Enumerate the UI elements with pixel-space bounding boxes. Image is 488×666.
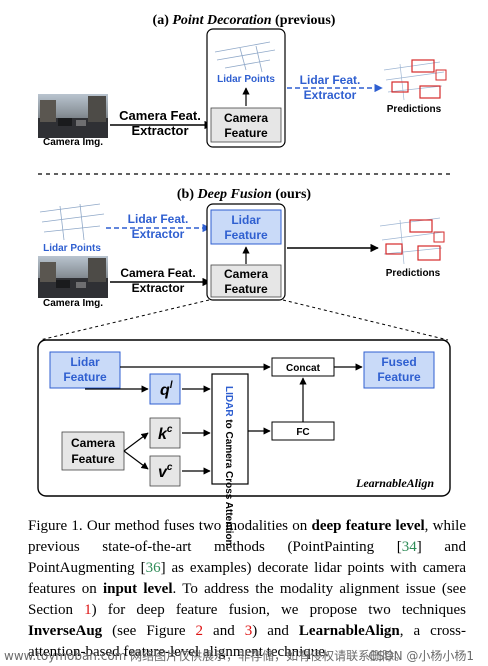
- lidar-points-label-b: Lidar Points: [43, 243, 101, 254]
- query-box: [149, 373, 181, 405]
- key-box: [149, 417, 181, 449]
- title-a: (a) Point Decoration (previous): [153, 13, 336, 28]
- lidar-extractor-label-b-2: Extractor: [132, 227, 185, 241]
- arrow-camera-to-k: [123, 432, 149, 452]
- predictions-label-a: Predictions: [387, 104, 442, 115]
- key-label: kc: [158, 424, 173, 443]
- camera-img-label-a: Camera Img.: [43, 137, 103, 148]
- lidar-feature-label-b-2: Feature: [224, 228, 268, 242]
- value-label: vc: [158, 462, 173, 481]
- lidar-extractor-label-b-1: Lidar Feat.: [128, 212, 189, 226]
- predictions-label-b: Predictions: [386, 268, 441, 279]
- predictions-image-b: [379, 217, 445, 265]
- camera-extractor-label-b-2: Extractor: [132, 281, 185, 295]
- fused-feature-label-2: Feature: [377, 370, 421, 384]
- watermark: www.toymoban.com 网络图片仅供展示，非存储，如有侵权请联系删除。…: [0, 641, 488, 666]
- cross-attention-label-1: LIDAR to Camera Cross Attention: [223, 386, 234, 546]
- watermark-right: CSDN @小杨小杨1: [368, 649, 474, 663]
- align-camera-feature-label-1: Camera: [71, 436, 115, 450]
- align-camera-feature-label-2: Feature: [71, 452, 115, 466]
- learnable-align-title: LearnableAlign: [355, 476, 434, 490]
- citation-34[interactable]: 34: [401, 539, 417, 555]
- camera-feature-label-a-2: Feature: [224, 126, 268, 140]
- align-lidar-feature-box: [49, 351, 121, 389]
- cross-attention-box: [211, 373, 249, 485]
- value-box: [149, 455, 181, 487]
- camera-extractor-label-b-1: Camera Feat.: [120, 266, 195, 280]
- align-camera-feature-box: [61, 431, 125, 471]
- zoom-line-right: [282, 299, 449, 341]
- align-lidar-feature-label-1: Lidar: [70, 355, 100, 369]
- figure-caption: Figure 1. Our method fuses two modalitie…: [28, 518, 467, 660]
- lidar-scan-b: [39, 203, 105, 241]
- figure-link-2[interactable]: 2: [195, 623, 204, 639]
- lidar-extractor-label-a-1: Lidar Feat.: [300, 73, 361, 87]
- lidar-points-label-a: Lidar Points: [217, 74, 275, 85]
- lidar-scan-a: [214, 41, 276, 73]
- align-lidar-feature-label-2: Feature: [63, 370, 107, 384]
- camera-extractor-label-a-2: Extractor: [131, 123, 188, 138]
- lidar-extractor-label-a-2: Extractor: [304, 88, 357, 102]
- camera-image-a: [38, 94, 108, 138]
- query-label: ql: [160, 380, 173, 399]
- watermark-left: www.toymoban.com 网络图片仅供展示，非存储，如有侵权请联系删除。: [4, 649, 407, 663]
- concat-label: Concat: [286, 363, 321, 374]
- lidar-feature-box-b: [210, 209, 282, 245]
- camera-feature-label-b-2: Feature: [224, 282, 268, 296]
- camera-image-b: [38, 256, 108, 298]
- camera-extractor-label-a-1: Camera Feat.: [119, 108, 201, 123]
- fc-label: FC: [296, 427, 309, 438]
- predictions-image-a: [383, 59, 447, 101]
- camera-feature-label-b-1: Camera: [224, 267, 268, 281]
- zoom-line-left: [39, 299, 210, 341]
- figure-link-3[interactable]: 3: [244, 623, 253, 639]
- camera-feature-label-a-1: Camera: [224, 111, 268, 125]
- fused-feature-label-1: Fused: [381, 355, 416, 369]
- lidar-feature-label-b-1: Lidar: [231, 213, 261, 227]
- camera-img-label-b: Camera Img.: [43, 298, 103, 309]
- camera-feature-box-b: [210, 264, 282, 298]
- arrow-camera-to-v: [123, 450, 149, 470]
- section-link-1[interactable]: 1: [84, 602, 92, 618]
- camera-feature-box-a: [210, 107, 282, 143]
- fused-feature-box: [363, 351, 435, 389]
- title-b: (b) Deep Fusion (ours): [177, 187, 312, 202]
- citation-36[interactable]: 36: [145, 560, 161, 576]
